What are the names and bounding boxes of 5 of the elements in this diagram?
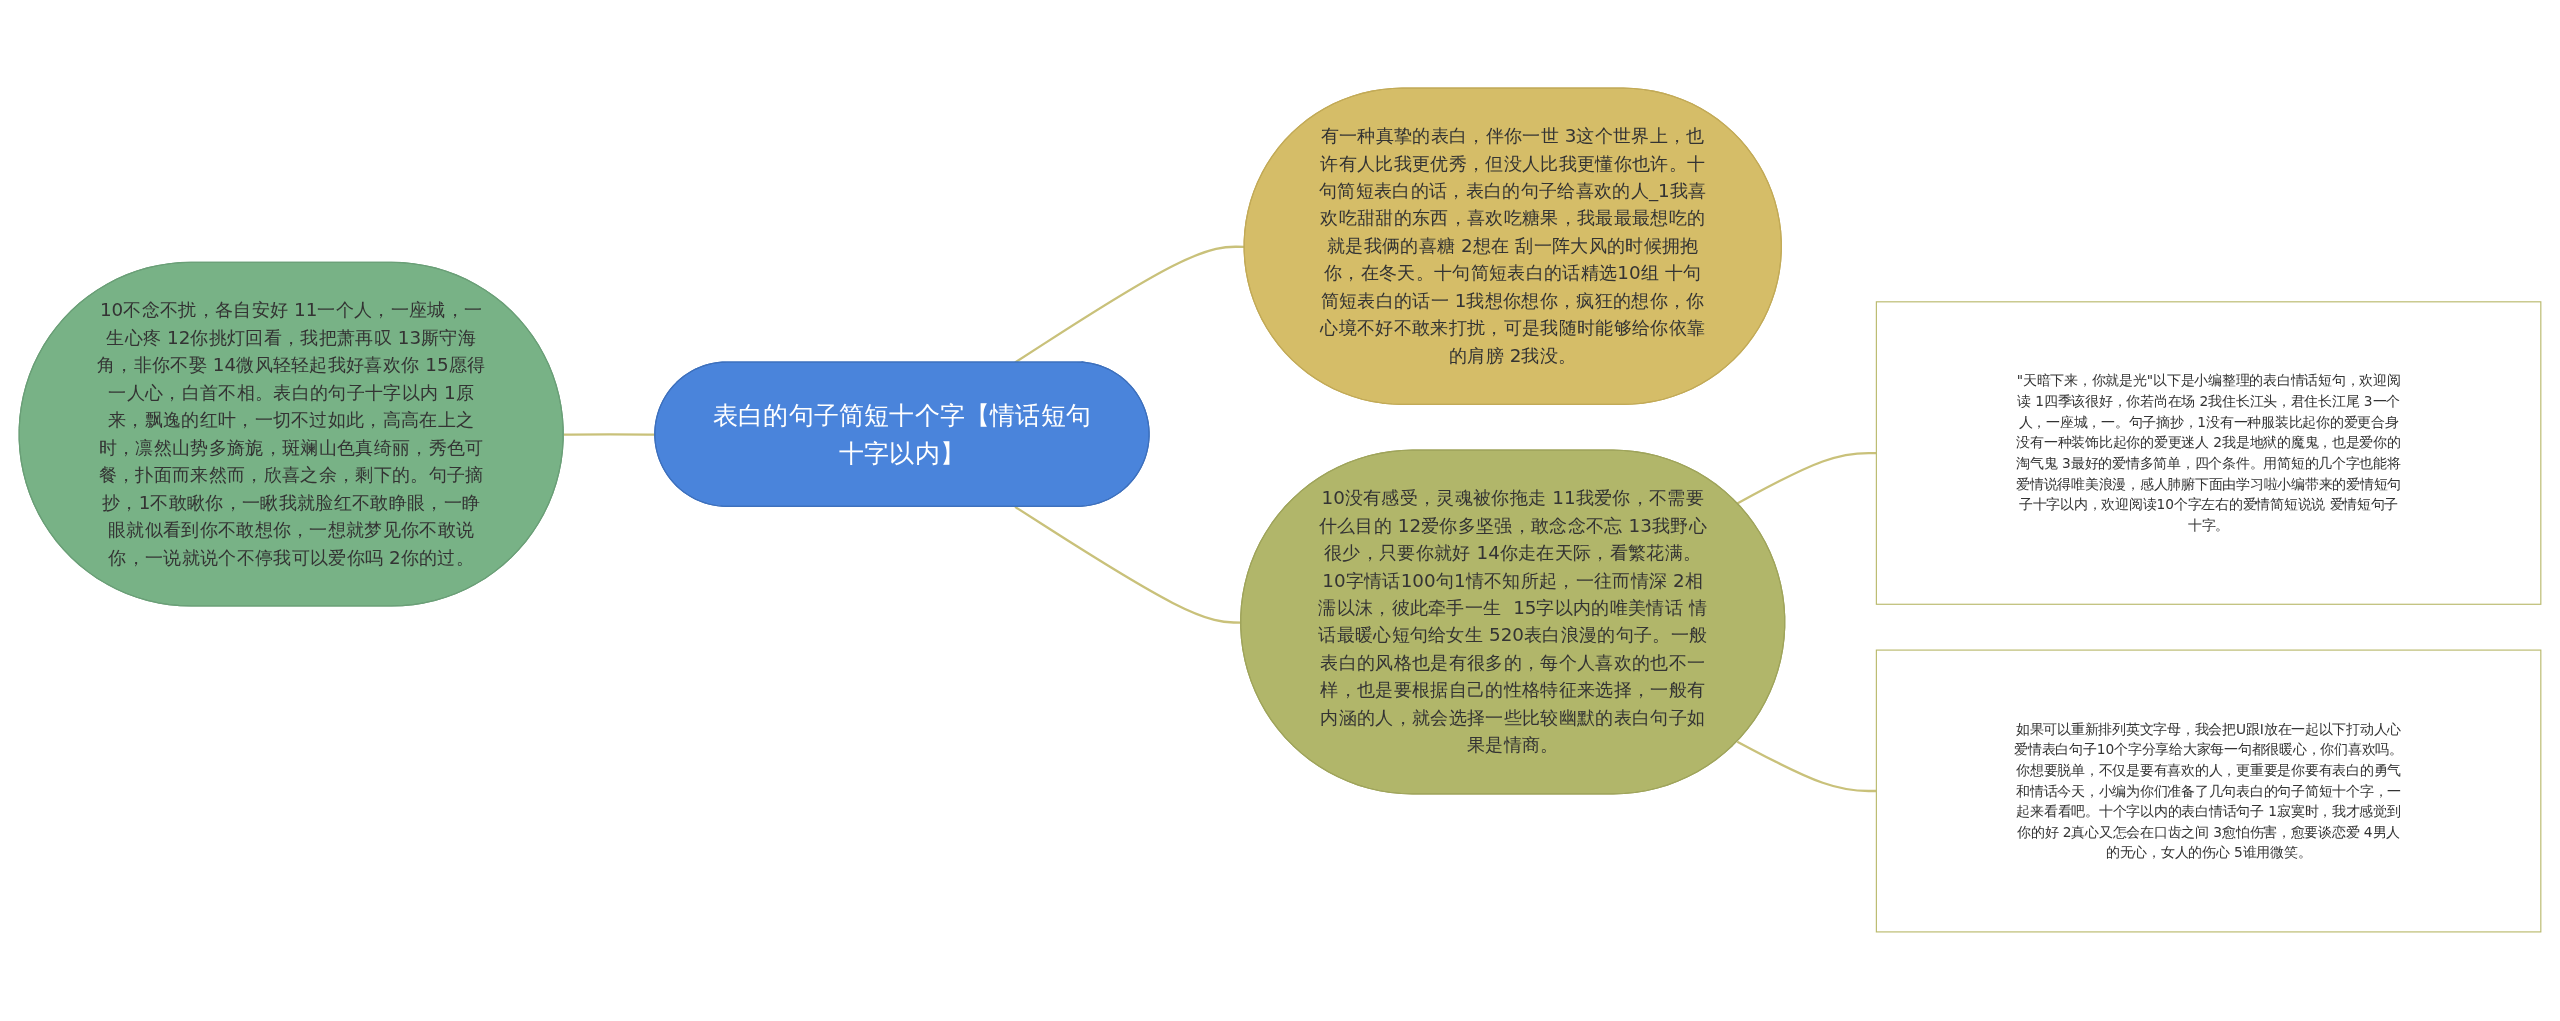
node-box: "天暗下来，你就是光"以下是小编整理的表白情话短句，欢迎阅读 1四季该很好，你若尚在场 2我住长江头，君住长江尾 3一个人，一座城，一。句子摘抄，1没有一种服装比起你的爱更合身没有一种装饰比起你的爱更迷人 2我是地狱的魔鬼，也是爱你的淘气鬼 3最好的爱情多简单，四个条件。用简短的几个字也能将爱情说得唯美浪漫，感人肺腑下面由学习啦小编带来的爱情短句子十字以内，欢迎阅读10个字左右的爱情简短说说 爱情短句子十字。 [1875,301,2542,606]
connector [1014,246,1245,364]
connector [1736,452,1877,505]
node-box: 如果可以重新排列英文字母，我会把U跟I放在一起以下打动人心爱情表白句子10个字分享给大家每一句都很暖心，你们喜欢吗。你想要脱单，不仅是要有喜欢的人，更重要是你要有表白的勇气和情话今天，小编为你们准备了几句表白的句子简短十个字，一起来看看吧。十个字以内的表白情话句子 1寂寞时，我才感觉到你的好 2真心又怎会在口齿之间 3愈怕伤害，愈要谈恋爱 4男人的无心，女人的伤心 5谁用微笑。 [1875,649,2542,933]
connector [1736,741,1877,793]
